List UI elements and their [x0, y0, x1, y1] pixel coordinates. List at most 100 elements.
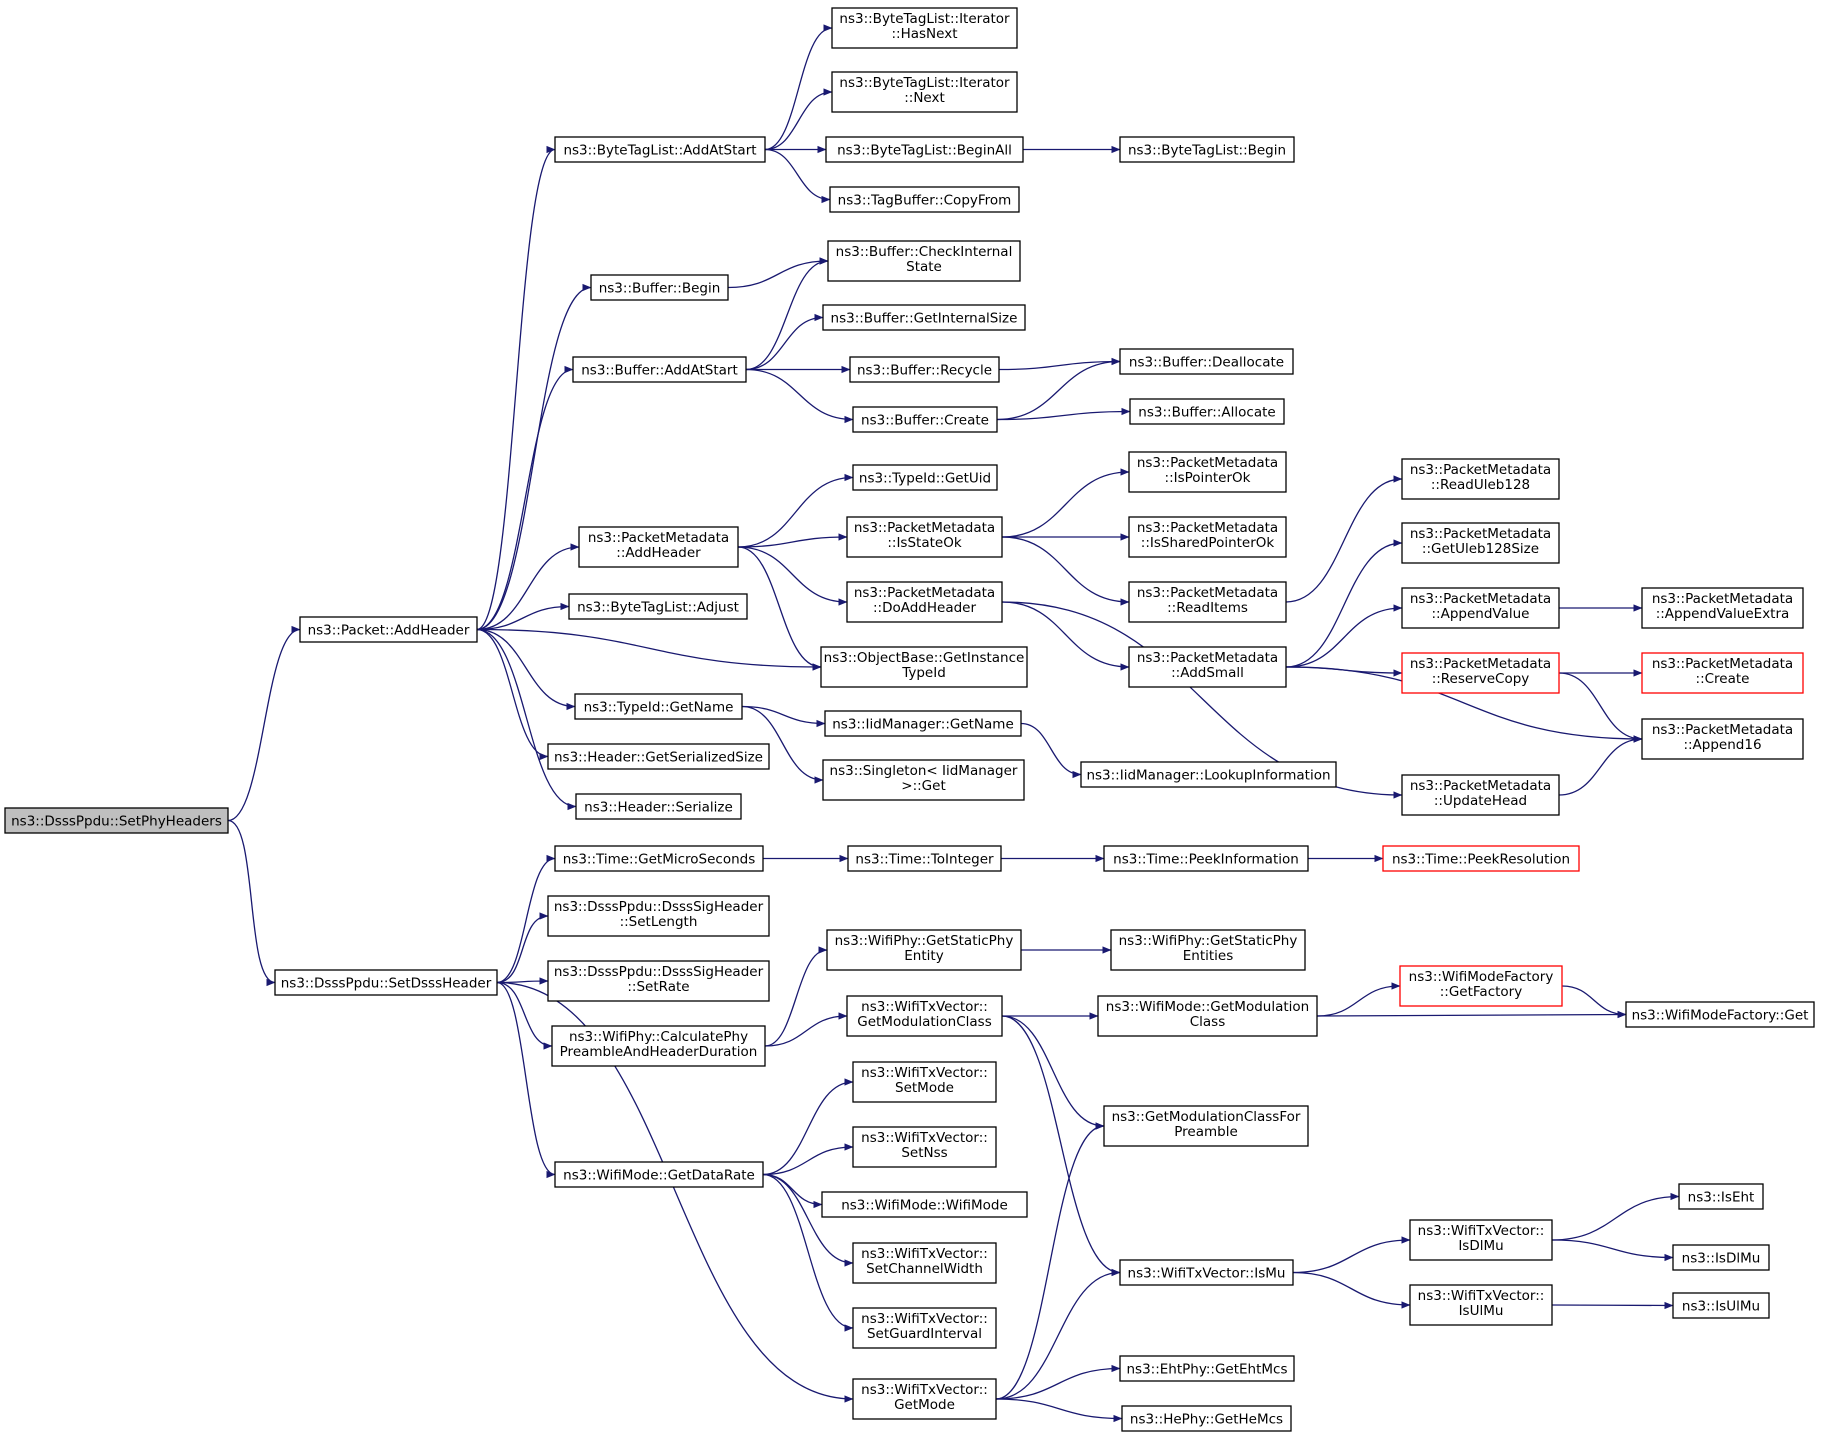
edge-typeid-getname-to-singleton-get	[741, 705, 824, 784]
node-label-pm-isstateok-0: ns3::PacketMetadata	[854, 520, 995, 536]
node-buffer-getinternalsize[interactable]: ns3::Buffer::GetInternalSize	[822, 304, 1026, 331]
node-wifiphy-calcpreamble[interactable]: ns3::WifiPhy::CalculatePhyPreambleAndHea…	[551, 1025, 766, 1067]
node-box-pm-readitems	[1128, 581, 1287, 623]
node-buffer-deallocate[interactable]: ns3::Buffer::Deallocate	[1119, 348, 1294, 375]
node-isulmu[interactable]: ns3::IsUlMu	[1672, 1292, 1770, 1319]
node-pm-appendvalueextra[interactable]: ns3::PacketMetadata::AppendValueExtra	[1641, 587, 1804, 629]
node-pm-addheader[interactable]: ns3::PacketMetadata::AddHeader	[578, 526, 739, 568]
node-label-typeid-getuid-0: ns3::TypeId::GetUid	[859, 471, 991, 487]
node-label-pm-create-0: ns3::PacketMetadata	[1652, 656, 1793, 672]
node-label-txvector-isulmu-0: ns3::WifiTxVector::	[1418, 1288, 1545, 1304]
node-pm-create[interactable]: ns3::PacketMetadata::Create	[1641, 652, 1804, 694]
edge-wifiphy-calcpreamble-to-wifiphy-getstaticphyentity	[764, 946, 828, 1047]
node-btl-beginall[interactable]: ns3::ByteTagList::BeginAll	[825, 136, 1024, 163]
node-isdlmu[interactable]: ns3::IsDlMu	[1672, 1244, 1770, 1271]
node-txvector-isulmu[interactable]: ns3::WifiTxVector::IsUlMu	[1409, 1284, 1553, 1326]
node-wifimode-getdatarate[interactable]: ns3::WifiMode::GetDataRate	[554, 1161, 764, 1188]
node-label-txvector-getmode-0: ns3::WifiTxVector::	[861, 1382, 988, 1398]
node-btl-adjust[interactable]: ns3::ByteTagList::Adjust	[568, 593, 748, 620]
node-txvector-getmode[interactable]: ns3::WifiTxVector::GetMode	[852, 1378, 997, 1420]
node-sigheader-setlength[interactable]: ns3::DsssPpdu::DsssSigHeader::SetLength	[547, 895, 770, 937]
node-setdsssheader[interactable]: ns3::DsssPpdu::SetDsssHeader	[274, 969, 498, 996]
edge-txvector-getmodulationclass-to-txvector-ismu	[1001, 1015, 1121, 1277]
node-label-pm-updatehead-0: ns3::PacketMetadata	[1410, 778, 1551, 794]
node-box-buffer-allocate	[1129, 398, 1285, 425]
node-pm-isstateok[interactable]: ns3::PacketMetadata::IsStateOk	[846, 516, 1003, 558]
node-label-pm-issharedpointerok-1: ::IsSharedPointerOk	[1141, 535, 1275, 551]
node-iseht[interactable]: ns3::IsEht	[1678, 1183, 1764, 1210]
node-label-txvector-setchannelwidth-1: SetChannelWidth	[866, 1261, 983, 1277]
node-buffer-addatstart[interactable]: ns3::Buffer::AddAtStart	[572, 356, 747, 383]
node-header-getserializedsize[interactable]: ns3::Header::GetSerializedSize	[547, 743, 770, 770]
node-txvector-isdlmu[interactable]: ns3::WifiTxVector::IsDlMu	[1409, 1219, 1553, 1261]
edge-btl-addatstart-to-btl-it-next	[764, 88, 833, 151]
node-time-peekinformation[interactable]: ns3::Time::PeekInformation	[1103, 845, 1309, 872]
node-btl-it-hasnext[interactable]: ns3::ByteTagList::Iterator::HasNext	[831, 7, 1018, 49]
node-label-objectbase-getinstancetypeid-1: TypeId	[901, 665, 946, 681]
node-buffer-create[interactable]: ns3::Buffer::Create	[852, 406, 998, 433]
node-txvector-setguardinterval[interactable]: ns3::WifiTxVector::SetGuardInterval	[852, 1307, 997, 1349]
node-sigheader-setrate[interactable]: ns3::DsssPpdu::DsssSigHeader::SetRate	[547, 960, 770, 1002]
edge-buffer-create-to-buffer-allocate	[996, 407, 1131, 421]
edge-btl-addatstart-to-tagbuffer-copyfrom	[764, 148, 831, 204]
node-btl-begin[interactable]: ns3::ByteTagList::Begin	[1119, 136, 1295, 163]
node-pm-append16[interactable]: ns3::PacketMetadata::Append16	[1641, 718, 1804, 760]
node-header-serialize[interactable]: ns3::Header::Serialize	[575, 793, 742, 820]
node-time-getmicroseconds[interactable]: ns3::Time::GetMicroSeconds	[554, 845, 764, 872]
node-pm-appendvalue[interactable]: ns3::PacketMetadata::AppendValue	[1401, 587, 1560, 629]
node-pm-getuleb128size[interactable]: ns3::PacketMetadata::GetUleb128Size	[1401, 522, 1560, 564]
node-box-buffer-addatstart	[572, 356, 747, 383]
node-pm-doaddheader[interactable]: ns3::PacketMetadata::DoAddHeader	[846, 581, 1003, 623]
node-buffer-allocate[interactable]: ns3::Buffer::Allocate	[1129, 398, 1285, 425]
node-pm-readuleb128[interactable]: ns3::PacketMetadata::ReadUleb128	[1401, 458, 1560, 500]
node-box-wifiphy-getstaticphyentity	[826, 929, 1022, 971]
node-box-pm-reservecopy	[1401, 652, 1560, 694]
node-box-typeid-getname	[574, 693, 743, 720]
node-tagbuffer-copyfrom[interactable]: ns3::TagBuffer::CopyFrom	[829, 186, 1020, 213]
nodes-layer: ns3::DsssPpdu::SetPhyHeaders ns3::Packet:…	[4, 7, 1815, 1432]
node-typeid-getuid[interactable]: ns3::TypeId::GetUid	[852, 464, 998, 491]
node-label-getmodclassforpreamble-1: Preamble	[1174, 1124, 1238, 1140]
node-pm-reservecopy[interactable]: ns3::PacketMetadata::ReserveCopy	[1401, 652, 1560, 694]
node-box-pm-create	[1641, 652, 1804, 694]
node-txvector-ismu[interactable]: ns3::WifiTxVector::IsMu	[1119, 1259, 1294, 1286]
node-wifimode-getmodulationclass[interactable]: ns3::WifiMode::GetModulationClass	[1097, 995, 1318, 1037]
node-btl-it-next[interactable]: ns3::ByteTagList::Iterator::Next	[831, 71, 1018, 113]
node-iidmanager-getname[interactable]: ns3::IidManager::GetName	[824, 710, 1022, 737]
node-pm-updatehead[interactable]: ns3::PacketMetadata::UpdateHead	[1401, 774, 1560, 816]
node-singleton-get[interactable]: ns3::Singleton< IidManager>::Get	[822, 759, 1025, 801]
edge-txvector-isdlmu-to-isdlmu	[1551, 1239, 1674, 1262]
node-txvector-setchannelwidth[interactable]: ns3::WifiTxVector::SetChannelWidth	[852, 1242, 997, 1284]
node-wifimode-wifimode[interactable]: ns3::WifiMode::WifiMode	[821, 1191, 1028, 1218]
node-ehtphy-getehtmcs[interactable]: ns3::EhtPhy::GetEhtMcs	[1119, 1355, 1295, 1382]
node-time-peekresolution[interactable]: ns3::Time::PeekResolution	[1382, 845, 1580, 872]
node-setphyheaders[interactable]: ns3::DsssPpdu::SetPhyHeaders	[4, 807, 229, 834]
node-buffer-recycle[interactable]: ns3::Buffer::Recycle	[849, 356, 1000, 383]
node-btl-addatstart[interactable]: ns3::ByteTagList::AddAtStart	[554, 136, 766, 163]
node-label-pm-addheader-1: ::AddHeader	[616, 545, 701, 561]
node-box-wifiphy-calcpreamble	[551, 1025, 766, 1067]
node-label-wifiphy-getstaticphyentities-1: Entities	[1183, 948, 1234, 964]
node-wifimodefactory-getfactory[interactable]: ns3::WifiModeFactory::GetFactory	[1399, 965, 1563, 1007]
node-pm-addsmall[interactable]: ns3::PacketMetadata::AddSmall	[1128, 646, 1287, 688]
node-packet-addheader[interactable]: ns3::Packet::AddHeader	[299, 616, 478, 643]
node-typeid-getname[interactable]: ns3::TypeId::GetName	[574, 693, 743, 720]
node-pm-ispointerok[interactable]: ns3::PacketMetadata::IsPointerOk	[1128, 451, 1287, 493]
node-pm-issharedpointerok[interactable]: ns3::PacketMetadata::IsSharedPointerOk	[1128, 516, 1287, 558]
edge-setdsssheader-to-wifiphy-calcpreamble	[496, 981, 553, 1050]
node-buffer-begin[interactable]: ns3::Buffer::Begin	[590, 274, 729, 301]
node-pm-readitems[interactable]: ns3::PacketMetadata::ReadItems	[1128, 581, 1287, 623]
node-txvector-setnss[interactable]: ns3::WifiTxVector::SetNss	[852, 1126, 997, 1168]
node-iidmanager-lookupinformation[interactable]: ns3::IidManager::LookupInformation	[1080, 761, 1337, 788]
node-label-pm-reservecopy-0: ns3::PacketMetadata	[1410, 656, 1551, 672]
node-wifimodefactory-get[interactable]: ns3::WifiModeFactory::Get	[1625, 1001, 1815, 1028]
node-txvector-getmodulationclass[interactable]: ns3::WifiTxVector::GetModulationClass	[846, 995, 1003, 1037]
node-time-tointeger[interactable]: ns3::Time::ToInteger	[847, 845, 1002, 872]
node-hephy-gethemcs[interactable]: ns3::HePhy::GetHeMcs	[1121, 1405, 1292, 1432]
node-txvector-setmode[interactable]: ns3::WifiTxVector::SetMode	[852, 1061, 997, 1103]
